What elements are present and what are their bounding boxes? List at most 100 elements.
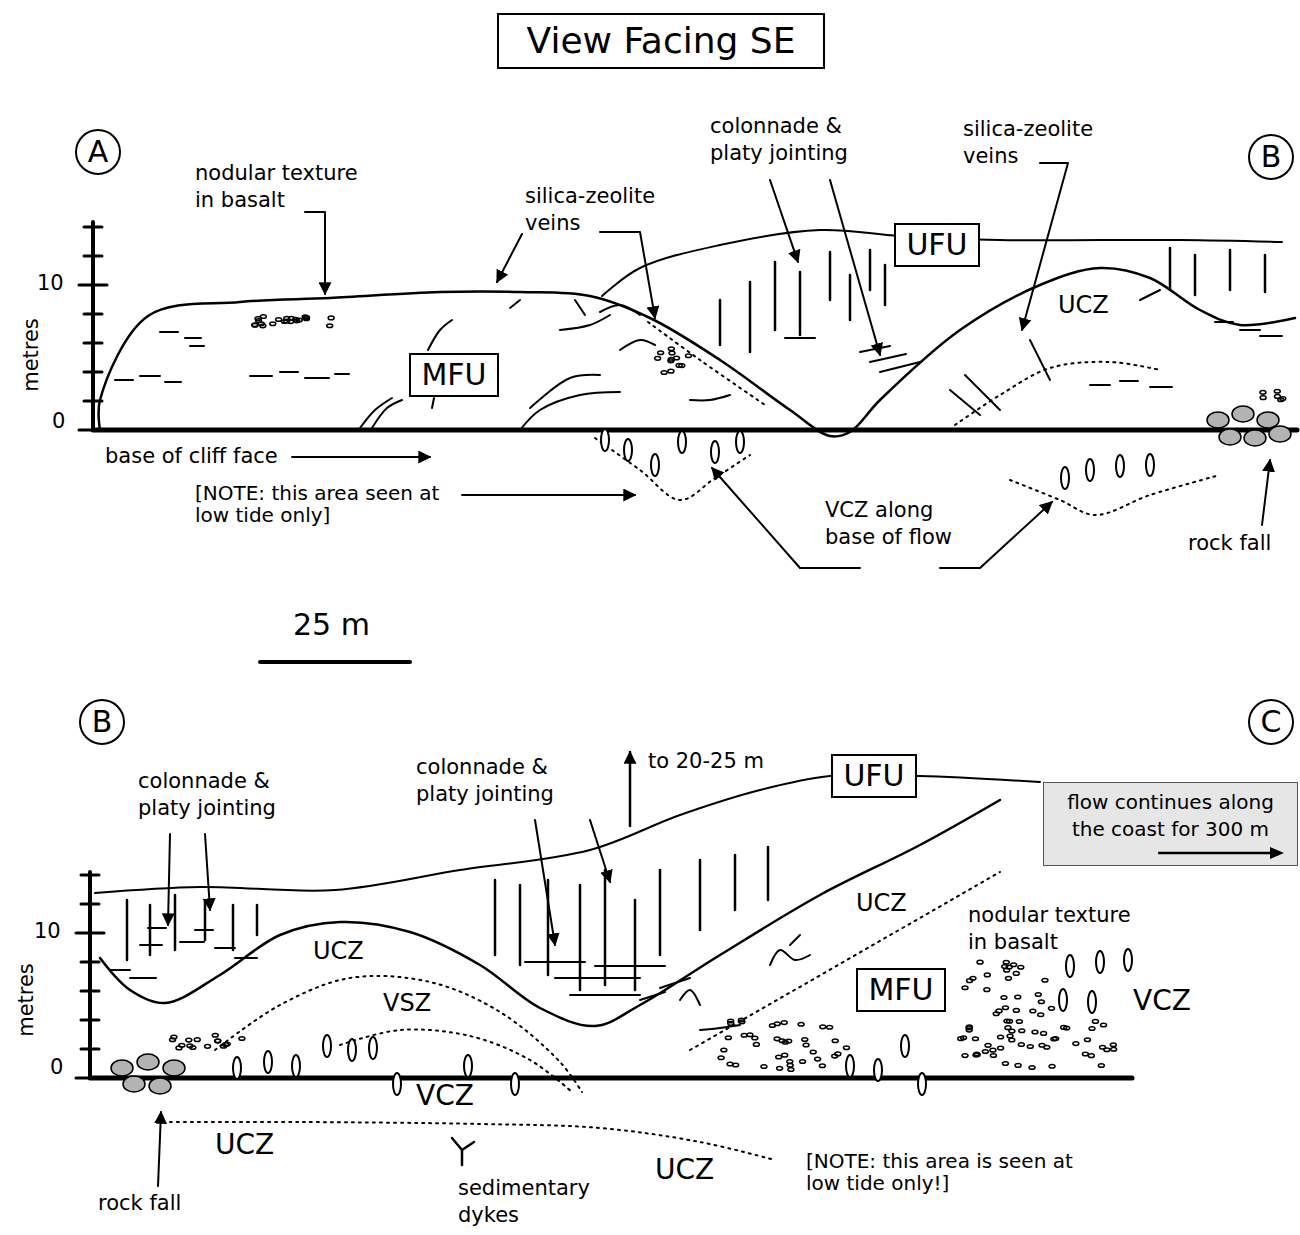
nodule	[1029, 1066, 1035, 1070]
columnar-joint	[699, 860, 702, 930]
rock-fall-block	[137, 1054, 159, 1070]
nodule	[819, 1064, 825, 1068]
nodule	[655, 357, 661, 361]
nodule	[1049, 1065, 1055, 1069]
nodule	[832, 1039, 838, 1043]
nodule	[661, 371, 667, 375]
nodule	[1098, 1064, 1104, 1068]
annotation: colonnade & platy jointing	[416, 754, 581, 809]
vesicle	[918, 1073, 926, 1095]
title-box: View Facing SE	[497, 13, 826, 68]
vesicle	[624, 439, 632, 461]
nodule	[179, 1044, 185, 1048]
columnar-joint	[774, 262, 777, 330]
annotation: silica-zeolite veins	[525, 183, 690, 238]
silica-zeolite-vein	[520, 392, 620, 430]
nodule	[205, 1045, 211, 1049]
nodule	[1089, 1027, 1095, 1031]
axis-title: metres	[18, 318, 45, 392]
annotation: to 20-25 m	[648, 748, 764, 775]
leader-arrow	[168, 834, 170, 925]
vesicle	[1088, 991, 1096, 1013]
nodule	[221, 1045, 227, 1049]
platy-joint	[195, 929, 213, 931]
sedimentary-dyke-symbol	[452, 1138, 462, 1165]
nodule	[1084, 1038, 1090, 1042]
section-end-marker: A	[75, 129, 121, 175]
nodule	[974, 1052, 980, 1056]
vesicle	[1061, 467, 1069, 489]
nodule	[733, 1063, 739, 1067]
nodule	[787, 1064, 793, 1068]
rock-fall-block	[149, 1078, 171, 1094]
silica-zeolite-vein	[700, 1025, 740, 1030]
nodule	[1082, 1052, 1088, 1056]
silica-zeolite-vein	[510, 300, 520, 308]
nodule	[1015, 995, 1021, 999]
scale-label: 25 m	[293, 608, 370, 641]
nodule	[1042, 978, 1048, 982]
silica-zeolite-vein	[680, 990, 700, 1005]
nodule	[212, 1034, 218, 1038]
leader-arrow	[770, 180, 798, 262]
section-end-marker: B	[79, 699, 125, 745]
vesicle	[464, 1055, 472, 1077]
vesicle	[711, 441, 719, 463]
nodule	[990, 1054, 996, 1058]
silica-zeolite-vein	[1030, 340, 1050, 380]
node-text: MFU	[868, 972, 933, 1008]
flow-unit-box: UFU	[894, 223, 979, 267]
vesicle	[678, 431, 686, 453]
height-arrow	[629, 752, 632, 826]
nodule	[1041, 1032, 1047, 1036]
nodule	[1018, 1043, 1024, 1047]
nodule	[669, 351, 675, 355]
rock-fall-block	[1269, 426, 1291, 442]
nodule	[1005, 977, 1011, 981]
scale-tick	[84, 255, 102, 258]
nodule	[966, 1025, 972, 1029]
zone-label: UCZ	[1058, 292, 1109, 318]
columnar-joint	[1194, 255, 1197, 295]
leader-arrow	[940, 502, 1052, 568]
platy-joint	[785, 337, 815, 339]
platy-joint	[110, 969, 130, 971]
columnar-joint	[126, 900, 129, 960]
nodule	[993, 1012, 999, 1016]
nodule	[1027, 1045, 1033, 1049]
node-text: UFU	[843, 758, 904, 794]
zone-boundary	[955, 362, 1160, 425]
columnar-joint	[604, 870, 607, 985]
rock-fall-block	[1232, 406, 1254, 422]
annotation: VCZ along base of flow	[825, 497, 965, 552]
nodule	[303, 317, 309, 321]
vesicle	[369, 1037, 377, 1059]
nodule	[984, 988, 990, 992]
columnar-joint	[659, 870, 662, 955]
vesicle	[323, 1035, 331, 1057]
node-text: UFU	[906, 227, 967, 263]
columnar-joint	[829, 252, 832, 300]
node-text: A	[88, 137, 109, 167]
platy-joint	[190, 345, 204, 347]
columnar-joint	[174, 895, 177, 950]
nodule	[741, 1033, 747, 1037]
silica-zeolite-vein	[428, 320, 452, 350]
nodule	[668, 357, 674, 361]
platy-joint	[280, 371, 298, 373]
zone-label: VSZ	[383, 990, 431, 1016]
nodule	[676, 364, 682, 368]
rock-fall-block	[163, 1060, 185, 1076]
nodule	[284, 317, 290, 321]
nodule	[1092, 1020, 1098, 1024]
leader-arrow	[590, 820, 610, 882]
flow-boundary	[100, 800, 1000, 1026]
leader-arrow	[158, 1112, 161, 1186]
platy-joint	[880, 362, 920, 372]
nodule	[1260, 391, 1266, 395]
nodule	[1015, 1064, 1021, 1068]
nodule	[998, 1035, 1004, 1039]
nodule	[1088, 1054, 1094, 1058]
platy-joint	[140, 375, 160, 377]
axis-number: 10	[37, 270, 64, 297]
